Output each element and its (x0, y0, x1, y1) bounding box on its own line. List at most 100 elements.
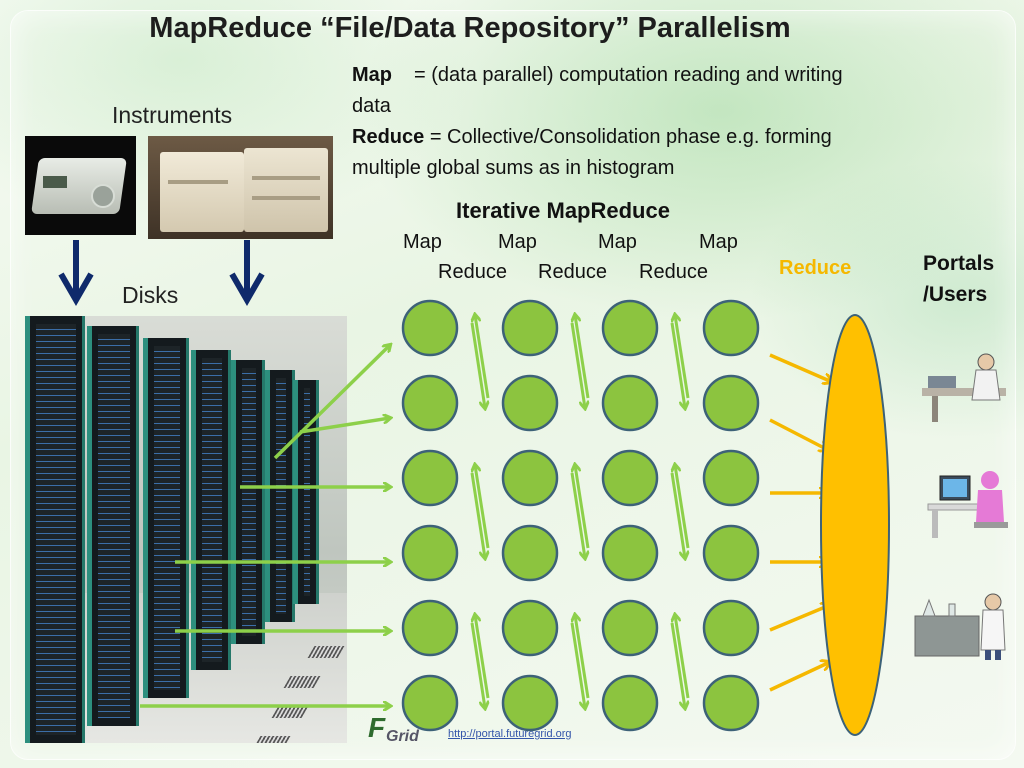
reduce-label: Reduce (538, 261, 607, 283)
map-definition: Map= (data parallel) computation reading… (352, 60, 852, 122)
map-node (501, 299, 559, 357)
user-at-computer-icon (927, 471, 1008, 538)
desk-leg (932, 510, 938, 538)
map-label: Map (699, 231, 738, 253)
disk-input-arrow (273, 345, 390, 460)
rack-cabinet (231, 360, 265, 644)
cross-arrow (470, 322, 485, 408)
cross-arrow (670, 322, 685, 408)
reduce-input-arrow (769, 353, 832, 382)
cross-arrow (575, 465, 590, 549)
logo-letter: F (368, 712, 386, 743)
map-node (702, 299, 760, 357)
desk-top (927, 503, 979, 511)
map-label: Map (403, 231, 442, 253)
test-tube (948, 603, 956, 617)
definitions: Map= (data parallel) computation reading… (352, 60, 852, 184)
map-node (601, 674, 659, 732)
sequencer-slot (168, 180, 228, 184)
cross-arrow (470, 622, 485, 708)
reduce-term: Reduce (352, 126, 425, 148)
map-node (401, 374, 459, 432)
map-node (702, 524, 760, 582)
map-node (501, 449, 559, 507)
disks-label: Disks (122, 282, 179, 308)
map-node (401, 674, 459, 732)
final-reduce-label: Reduce (779, 257, 852, 279)
cross-arrow (675, 465, 690, 549)
lab-coat (980, 609, 1006, 651)
rack-cabinet (25, 316, 85, 743)
map-node (601, 374, 659, 432)
cross-arrow (675, 615, 690, 699)
map-node (601, 524, 659, 582)
map-term: Map (352, 64, 392, 86)
rack-leds (304, 388, 310, 596)
portals-users-label: Portals /Users (923, 248, 994, 310)
rack-leds (36, 324, 76, 735)
cross-arrow (570, 322, 585, 408)
person-head (977, 353, 995, 371)
cross-arrow (570, 472, 585, 558)
rack-cabinet (293, 380, 319, 604)
reduce-input-arrow (769, 605, 830, 632)
analyzer-dial (91, 184, 115, 208)
map-node (702, 599, 760, 657)
chair-seat (974, 522, 1008, 528)
portals-label-line2: /Users (923, 283, 988, 306)
lab-bench (914, 615, 980, 657)
sequencer-slot (252, 196, 320, 200)
rack-cabinet (191, 350, 231, 670)
map-node (401, 599, 459, 657)
scientist-at-lab-bench-icon (914, 593, 1006, 660)
disk-input-arrow (299, 418, 390, 434)
cross-arrow (670, 622, 685, 708)
map-node (401, 524, 459, 582)
reduce-input-arrow (769, 662, 830, 692)
map-node (601, 599, 659, 657)
cross-arrow (475, 465, 490, 549)
cross-arrow (575, 315, 590, 399)
rack-leds (202, 358, 222, 662)
cross-arrow (475, 615, 490, 699)
footer-link[interactable]: http://portal.futuregrid.org (448, 728, 572, 740)
sequencer-left-icon (160, 152, 244, 232)
person-body (976, 490, 1004, 522)
map-node (501, 374, 559, 432)
desk-leg (932, 396, 938, 422)
down-arrow-head (58, 272, 94, 307)
portals-label-line1: Portals (923, 252, 995, 275)
reduce-definition: Reduce = Collective/Consolidation phase … (352, 122, 852, 184)
iterative-mapreduce-label: Iterative MapReduce (456, 198, 670, 223)
reduce-label: Reduce (639, 261, 708, 283)
map-label: Map (498, 231, 537, 253)
reduce-label: Reduce (438, 261, 507, 283)
map-node (401, 449, 459, 507)
reduce-input-arrow (769, 418, 828, 450)
cross-arrow (570, 622, 585, 708)
person-head (984, 593, 1002, 611)
cross-arrow (675, 315, 690, 399)
data-center-rack-image (25, 316, 347, 743)
map-node (501, 524, 559, 582)
person-head (981, 471, 999, 489)
futuregrid-logo: F Grid (368, 712, 448, 746)
engineer-at-desk-icon (922, 353, 1006, 422)
rack-leds (276, 378, 286, 614)
down-arrow-head (229, 272, 265, 307)
cross-arrow (475, 315, 490, 399)
person-body (971, 369, 1001, 401)
person-leg (985, 650, 991, 660)
map-node (601, 449, 659, 507)
map-label: Map (598, 231, 637, 253)
rack-leds (242, 368, 256, 636)
instruments-label: Instruments (112, 102, 233, 128)
sequencer-right-icon (244, 148, 328, 232)
rack-leds (98, 334, 130, 718)
flask (922, 598, 936, 617)
desk-top (922, 388, 1006, 396)
cross-arrow (575, 615, 590, 699)
slide-title: MapReduce “File/Data Repository” Paralle… (149, 12, 791, 44)
map-node (501, 674, 559, 732)
